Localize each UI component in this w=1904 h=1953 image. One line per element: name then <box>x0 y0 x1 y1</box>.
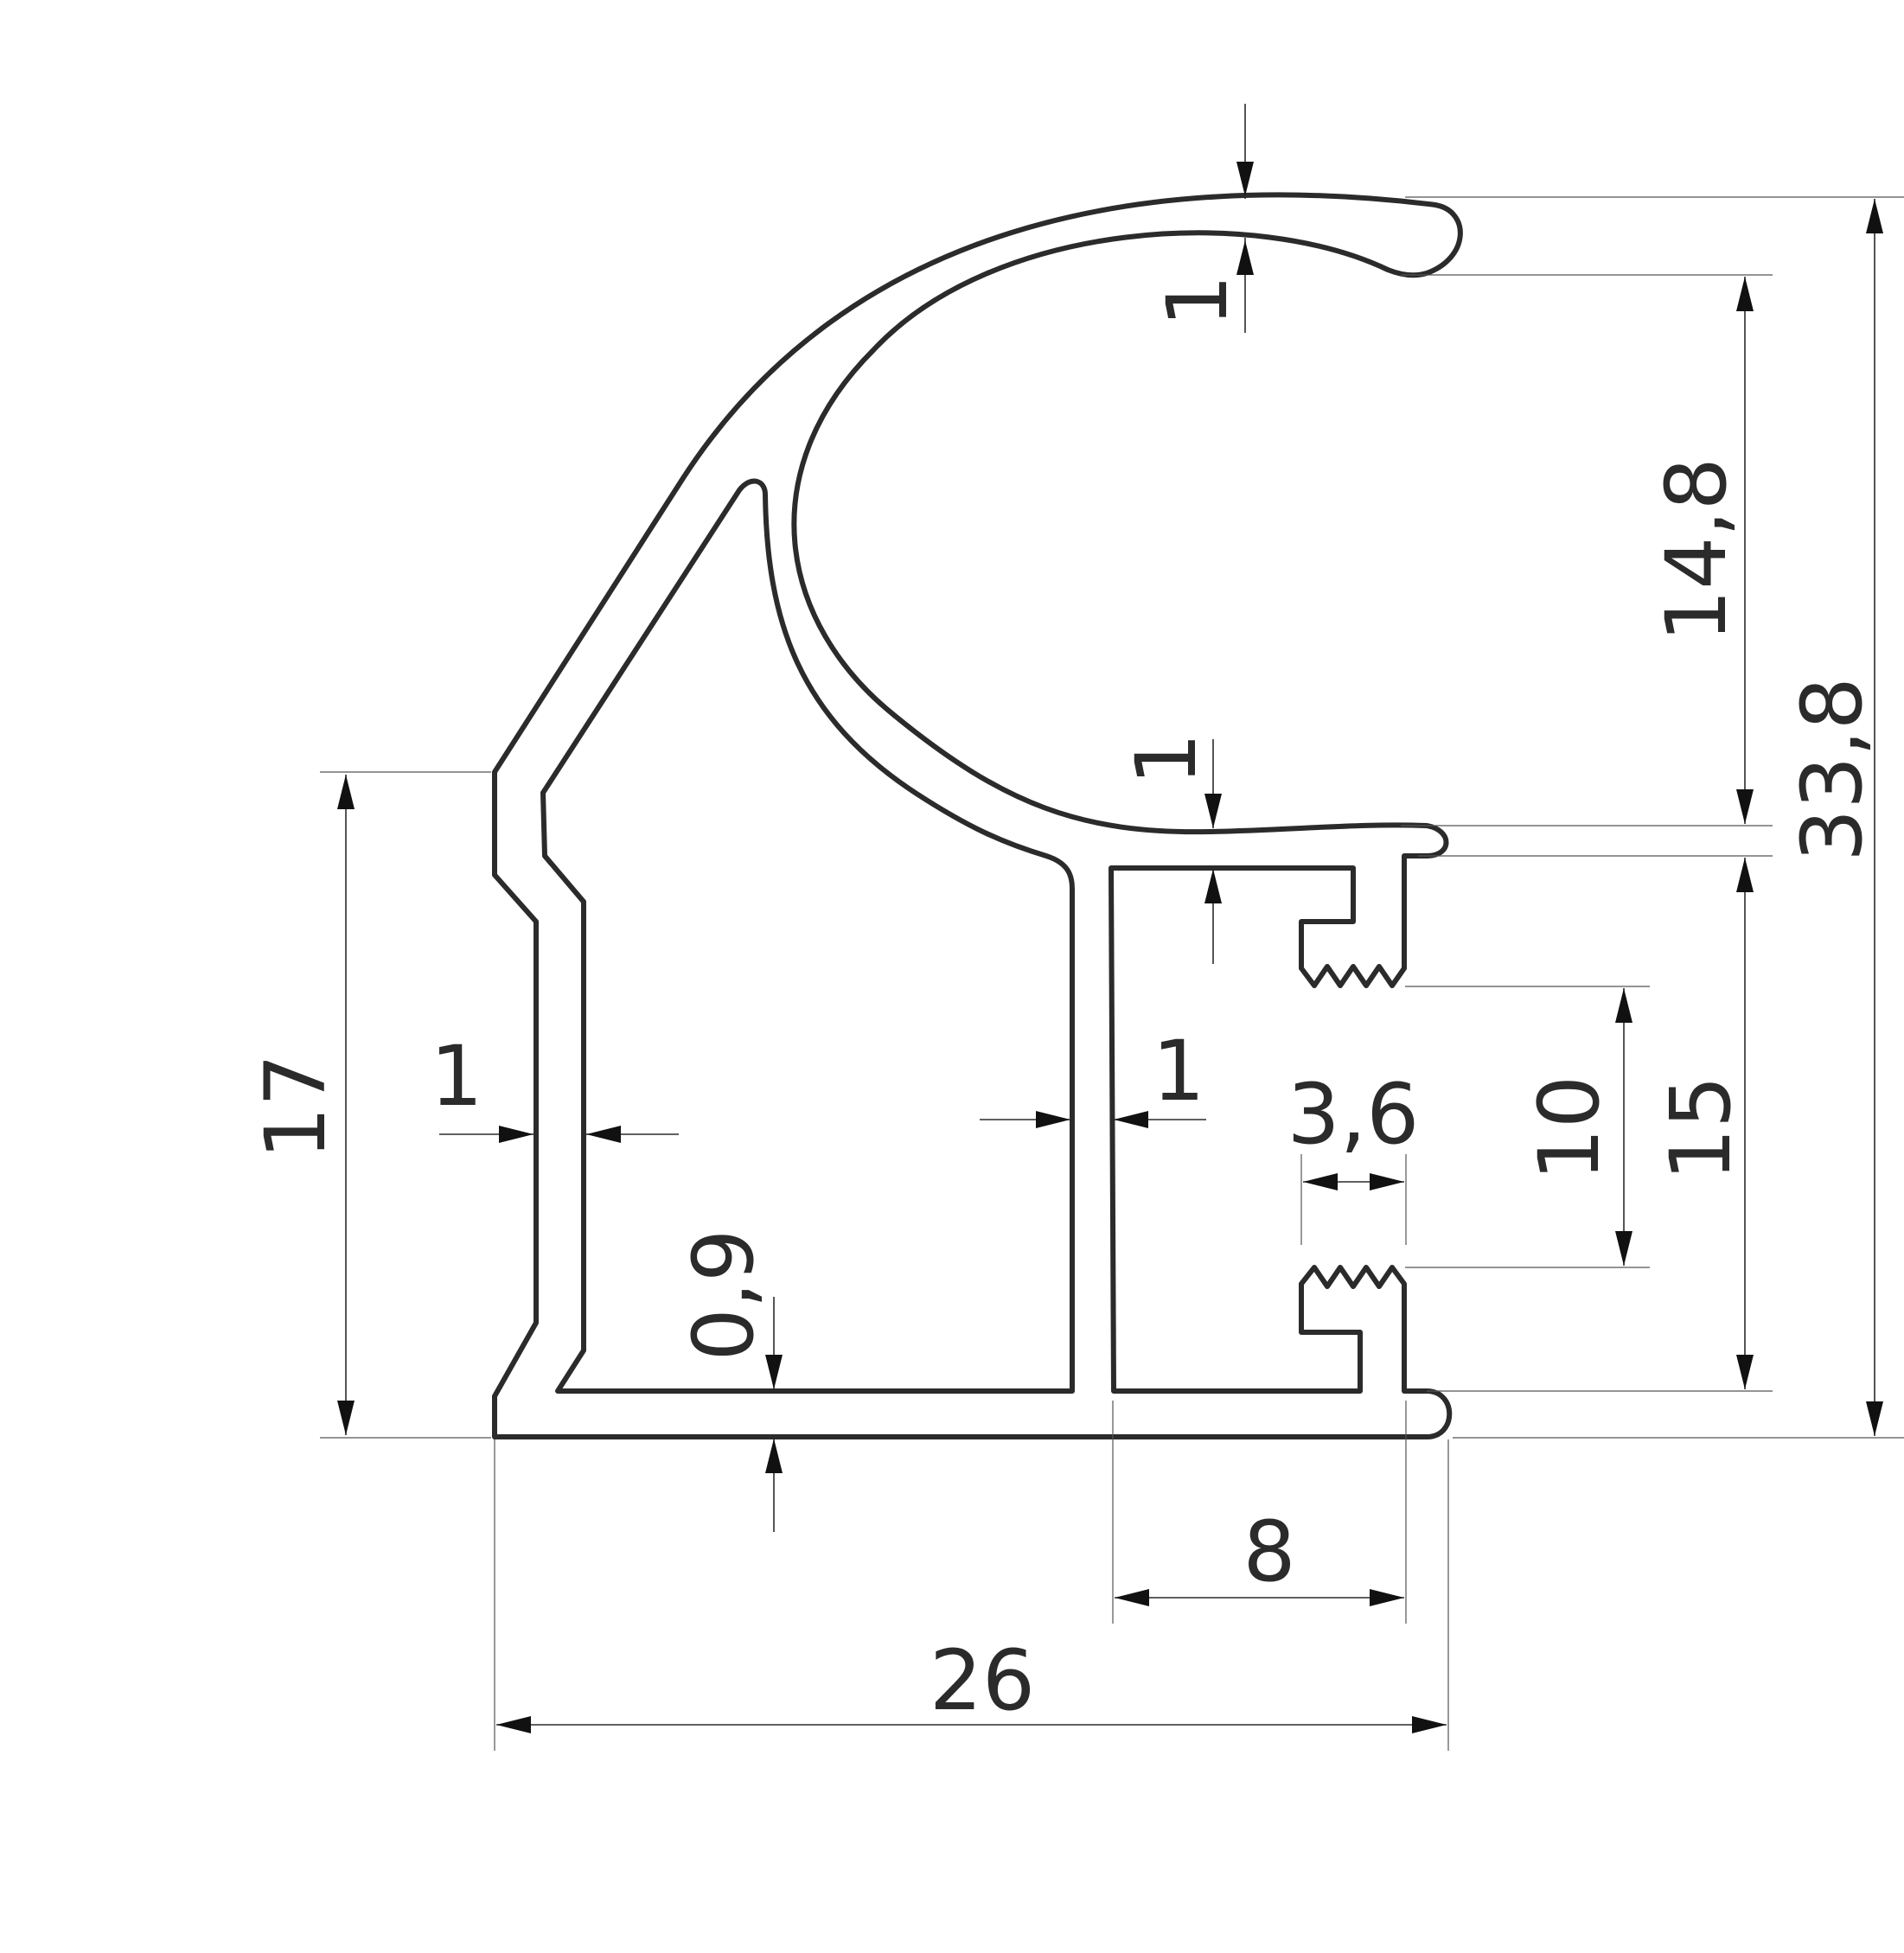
dim-groove-width-label: 3,6 <box>1287 1066 1420 1163</box>
dim-right-chamber-width: 8 <box>1112 1401 1407 1624</box>
dim-base-thickness-label: 0,9 <box>675 1229 772 1362</box>
dim-left-wall-thickness: 1 <box>430 1028 679 1143</box>
profile-outer-contour <box>492 192 1463 1439</box>
dim-right-chamber-height-label: 15 <box>1652 1075 1749 1181</box>
dim-total-height-label: 33,8 <box>1784 677 1881 862</box>
dim-left-height: 17 <box>247 771 491 1439</box>
dim-top-wall-thickness: 1 <box>1149 104 1254 333</box>
dim-top-wall-thickness-label: 1 <box>1149 274 1246 327</box>
dim-left-height-label: 17 <box>247 1054 344 1159</box>
dim-lower-lip-thickness-label: 1 <box>1118 732 1215 785</box>
dim-groove-width: 3,6 <box>1287 1066 1420 1245</box>
dim-right-chamber-height: 15 <box>1418 855 1773 1392</box>
dim-total-height: 33,8 <box>1405 196 1904 1439</box>
dim-middle-wall-thickness-label: 1 <box>1152 1023 1204 1120</box>
profile-left-chamber <box>540 478 1075 1394</box>
dim-total-width: 26 <box>494 1439 1449 1751</box>
dim-base-thickness: 0,9 <box>675 1229 783 1532</box>
dim-total-width-label: 26 <box>930 1632 1035 1729</box>
dim-groove-height: 10 <box>1405 986 1650 1268</box>
dim-lower-lip-thickness: 1 <box>1118 732 1222 964</box>
dim-hook-opening: 14,8 <box>1401 274 1773 827</box>
dim-groove-height-label: 10 <box>1521 1075 1618 1181</box>
dim-right-chamber-width-label: 8 <box>1243 1503 1295 1600</box>
dim-hook-opening-label: 14,8 <box>1648 457 1745 642</box>
dim-middle-wall-thickness: 1 <box>980 1023 1206 1128</box>
dim-left-wall-thickness-label: 1 <box>430 1028 482 1125</box>
